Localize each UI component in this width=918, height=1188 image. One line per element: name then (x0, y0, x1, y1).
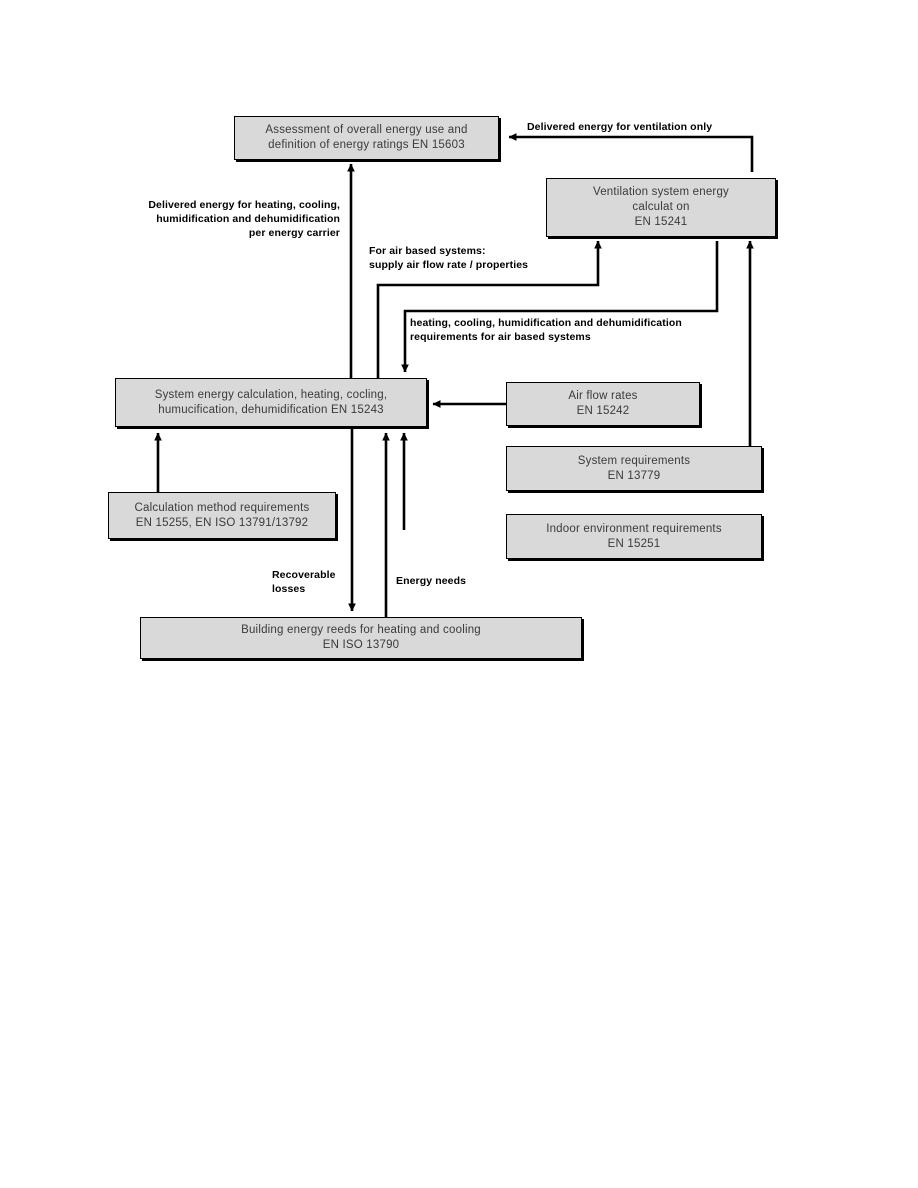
calculation-method-box-line-1: Calculation method requirements (134, 501, 310, 514)
edge-label-delivered-energy-heating: Delivered energy for heating, cooling, h… (98, 198, 340, 240)
edge-label-air-based-requirements-line-2: requirements for air based systems (410, 331, 591, 343)
air-flow-rates-box-line-2: EN 15242 (576, 405, 630, 417)
connector-ventilation-to-assessment (508, 133, 754, 172)
system-energy-box-line-2: humucification, dehumidification EN 1524… (158, 403, 384, 416)
indoor-environment-box-line-2: EN 15251 (607, 537, 661, 550)
assessment-box-line-2: definition of energy ratings EN 15603 (268, 139, 465, 151)
ventilation-box-line-2: calculat on (632, 201, 690, 213)
edge-label-air-based-supply: For air based systems: supply air flow r… (369, 244, 528, 272)
edge-label-recoverable-losses-line-1: Recoverable (272, 569, 336, 581)
system-requirements-box[interactable]: System requirements EN 13779 (506, 446, 762, 491)
air-flow-rates-box-line-1: Air flow rates (568, 390, 638, 402)
edge-label-delivered-energy-heating-line-1: Delivered energy for heating, cooling, (148, 199, 340, 211)
edge-label-energy-needs: Energy needs (396, 574, 466, 588)
air-flow-rates-box[interactable]: Air flow rates EN 15242 (506, 382, 700, 426)
edge-label-delivered-energy-heating-line-2: humidification and dehumidification (156, 213, 340, 225)
system-requirements-box-line-2: EN 13779 (607, 469, 661, 482)
edge-label-delivered-energy-ventilation: Delivered energy for ventilation only (527, 120, 712, 134)
edge-label-air-based-supply-line-1: For air based systems: (369, 245, 486, 257)
ventilation-box-line-3: EN 15241 (634, 216, 688, 228)
building-energy-needs-box-line-1: Building energy reeds for heating and co… (241, 624, 481, 636)
edge-label-recoverable-losses-line-2: losses (272, 583, 306, 595)
edge-label-air-based-requirements: heating, cooling, humidification and deh… (410, 316, 682, 344)
edge-label-air-based-supply-line-2: supply air flow rate / properties (369, 259, 529, 271)
indoor-environment-box-line-1: Indoor environment requirements (546, 522, 722, 535)
edge-label-delivered-energy-heating-line-3: per energy carrier (248, 227, 340, 239)
calculation-method-box[interactable]: Calculation method requirements EN 15255… (108, 492, 336, 539)
system-requirements-box-line-1: System requirements (577, 454, 691, 467)
edge-label-delivered-energy-ventilation-line-1: Delivered energy for ventilation only (527, 121, 713, 133)
edge-label-recoverable-losses: Recoverable losses (272, 568, 336, 596)
ventilation-box-line-1: Ventilation system energy (592, 186, 730, 198)
calculation-method-box-line-2: EN 15255, EN ISO 13791/13792 (135, 516, 309, 529)
building-energy-needs-box[interactable]: Building energy reeds for heating and co… (140, 617, 582, 659)
indoor-environment-box[interactable]: Indoor environment requirements EN 15251 (506, 514, 762, 559)
assessment-box[interactable]: Assessment of overall energy use and def… (234, 116, 499, 160)
system-energy-box[interactable]: System energy calculation, heating, cocl… (115, 378, 427, 427)
edge-label-air-based-requirements-line-1: heating, cooling, humidification and deh… (410, 317, 682, 329)
system-energy-box-line-1: System energy calculation, heating, cocl… (154, 388, 388, 401)
edge-label-energy-needs-line-1: Energy needs (396, 575, 467, 587)
assessment-box-line-1: Assessment of overall energy use and (265, 124, 468, 136)
ventilation-box[interactable]: Ventilation system energy calculat on EN… (546, 178, 776, 237)
building-energy-needs-box-line-2: EN ISO 13790 (322, 639, 400, 651)
